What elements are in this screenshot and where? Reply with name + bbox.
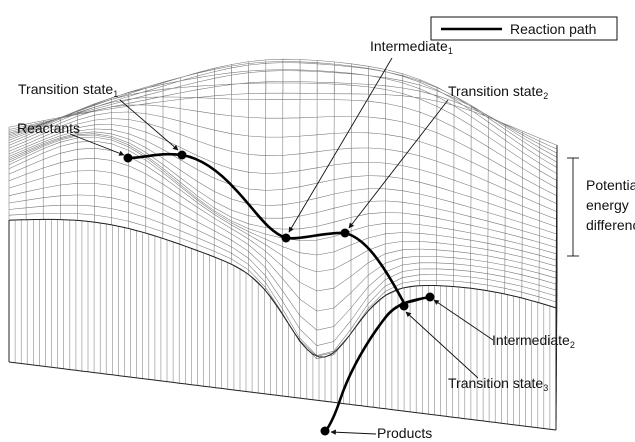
reactants-leader [69,133,125,156]
potential-energy-label-line-3: difference [586,217,635,233]
reactants-label: Reactants [17,120,80,136]
reactants-node [123,153,133,163]
products-node [320,426,330,436]
transition-state-3-node [399,301,409,311]
transition-state-2-node [340,228,350,238]
intermediate-2-leader [433,299,494,341]
potential-energy-label-line-1: Potential [586,177,635,193]
transition-state-1-leader [119,99,179,151]
energy-difference-bracket [567,157,579,257]
transition-state-3-leader [405,311,479,379]
transition-state-1-label: Transition state1 [18,81,118,99]
transition-state-1-node [177,150,187,160]
intermediate-2-node [425,292,435,302]
intermediate-1-label: Intermediate1 [370,38,453,56]
transition-state-3-label: Transition state3 [448,375,548,393]
intermediate-2-label: Intermediate2 [492,332,575,350]
transition-state-2-label: Transition state2 [448,83,548,101]
surface-mesh [8,58,558,360]
products-leader [330,429,377,435]
intermediate-1-leader [288,57,393,233]
intermediate-1-node [281,233,291,243]
surface-outline [8,145,558,431]
products-label: Products [377,425,432,441]
transition-state-2-leader [348,99,449,229]
reaction-path-line [127,152,431,433]
potential-energy-label-line-2: energy [586,197,629,213]
legend: Reaction path [430,16,618,41]
legend-label: Reaction path [510,21,596,37]
